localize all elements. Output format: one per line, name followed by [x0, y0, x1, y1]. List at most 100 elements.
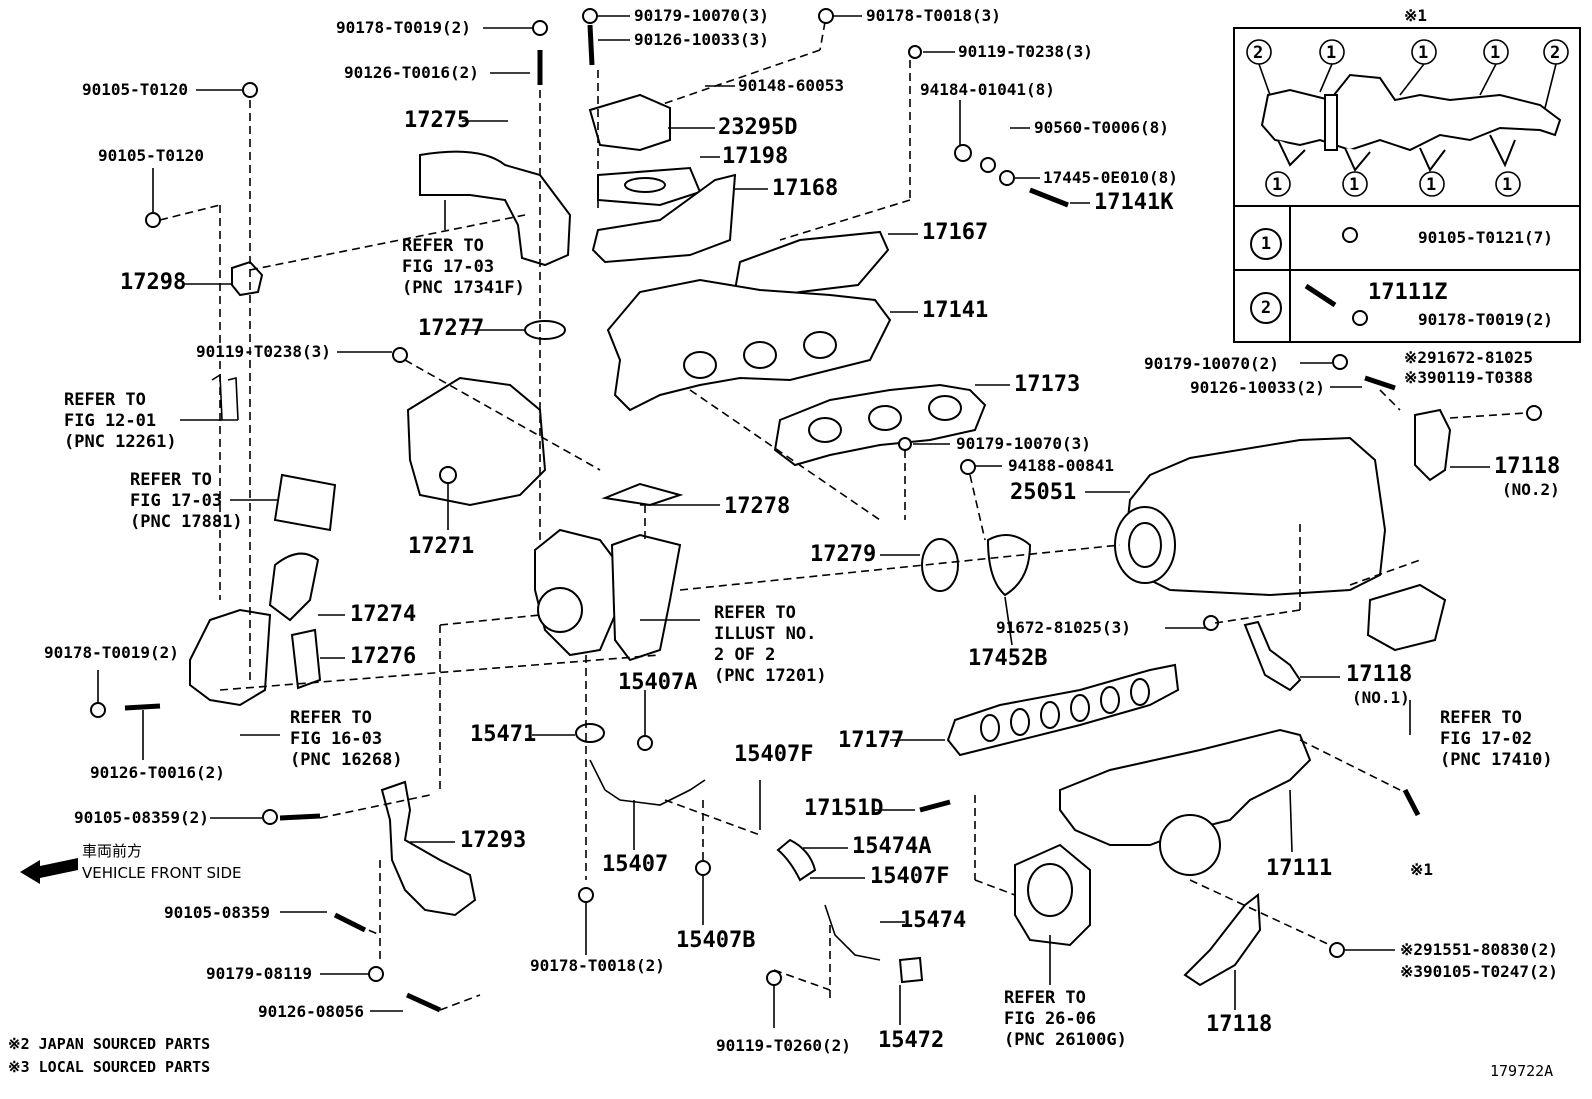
inset-row2-part-b: 90178-T0019(2) — [1418, 310, 1553, 329]
part-label: 90105-08359 — [164, 903, 270, 922]
part-label: 94184-01041(8) — [920, 80, 1055, 99]
svg-text:1: 1 — [1418, 43, 1428, 63]
footnote-japan: ※2 JAPAN SOURCED PARTS — [8, 1035, 211, 1053]
inset-row2-part-a: 17111Z — [1368, 280, 1448, 305]
refer-note: REFER TO FIG 16-03 (PNC 16268) — [290, 708, 403, 770]
svg-text:1: 1 — [1349, 175, 1359, 195]
part-label: 17118 — [1494, 454, 1561, 479]
footnote-local: ※3 LOCAL SOURCED PARTS — [8, 1058, 211, 1076]
direction-label-en: VEHICLE FRONT SIDE — [82, 864, 242, 882]
direction-label-jp: 車両前方 — [82, 842, 143, 860]
part-label: 90178-T0018(2) — [530, 956, 665, 975]
refer-note: REFER TO FIG 17-03 (PNC 17341F) — [402, 236, 525, 298]
svg-text:1: 1 — [1502, 175, 1512, 195]
part-label: 90119-T0238(3) — [196, 342, 331, 361]
part-label: 90179-08119 — [206, 964, 312, 983]
svg-text:1: 1 — [1490, 43, 1500, 63]
figure-code: 179722A — [1490, 1062, 1554, 1080]
part-label: 17274 — [350, 602, 417, 627]
part-label: 17151D — [804, 796, 884, 821]
part-label: 90126-08056 — [258, 1002, 364, 1021]
part-label: 15407B — [676, 928, 756, 953]
part-label: 17118 — [1206, 1012, 1273, 1037]
part-label: 17293 — [460, 828, 527, 853]
part-label: 94188-00841 — [1008, 456, 1114, 475]
part-label: 90126-T0016(2) — [90, 763, 225, 782]
dashed-lines — [159, 21, 1527, 1011]
part-label: 90148-60053 — [738, 76, 844, 95]
part-label: 90179-10070(2) — [1144, 354, 1279, 373]
part-label: 15471 — [470, 722, 537, 747]
part-label: (NO.1) — [1352, 688, 1410, 707]
part-label: 17278 — [724, 494, 791, 519]
part-label: 90105-T0120 — [98, 146, 204, 165]
part-label: 90126-10033(3) — [634, 30, 769, 49]
part-label: 90126-T0016(2) — [344, 63, 479, 82]
inset-row1-key: 1 — [1250, 228, 1282, 260]
part-label: 15474 — [900, 908, 967, 933]
part-label: 17141 — [922, 298, 989, 323]
part-label: 91672-81025(3) — [996, 618, 1131, 637]
part-label: 17279 — [810, 542, 877, 567]
part-label: 15407F — [734, 742, 814, 767]
part-label: 17298 — [120, 270, 187, 295]
inset-circled-numbers: 2 1 1 1 2 1 1 1 1 — [1246, 39, 1569, 197]
refer-note: REFER TO FIG 17-02 (PNC 17410) — [1440, 708, 1553, 770]
part-label: 17173 — [1014, 372, 1081, 397]
part-label: 17452B — [968, 646, 1048, 671]
refer-note: REFER TO FIG 17-03 (PNC 17881) — [130, 470, 243, 532]
part-label: ※390119-T0388 — [1404, 368, 1533, 387]
part-label: 90126-10033(2) — [1190, 378, 1325, 397]
svg-text:1: 1 — [1272, 175, 1282, 195]
part-label: 17177 — [838, 728, 905, 753]
svg-text:1: 1 — [1326, 43, 1336, 63]
part-label: 15407 — [602, 852, 669, 877]
part-label: ※291672-81025 — [1404, 348, 1533, 367]
part-label: 17277 — [418, 316, 485, 341]
svg-text:2: 2 — [1550, 43, 1560, 63]
part-label: 15407F — [870, 864, 950, 889]
refer-note: REFER TO ILLUST NO. 2 OF 2 (PNC 17201) — [714, 603, 827, 686]
part-label: 17141K — [1094, 190, 1174, 215]
inset-legend-box — [1233, 27, 1581, 343]
svg-text:1: 1 — [1426, 175, 1436, 195]
part-label: 90560-T0006(8) — [1034, 118, 1169, 137]
refer-note: REFER TO FIG 12-01 (PNC 12261) — [64, 390, 177, 452]
inset-title: ※1 — [1404, 6, 1428, 25]
svg-text:2: 2 — [1253, 43, 1263, 63]
inset-row2-key: 2 — [1250, 292, 1282, 324]
part-label: 17276 — [350, 644, 417, 669]
part-label: 90105-08359(2) — [74, 808, 209, 827]
part-label: 17271 — [408, 534, 475, 559]
part-label: 17445-0E010(8) — [1043, 168, 1178, 187]
part-label: 15474A — [852, 834, 932, 859]
part-label: 17168 — [772, 176, 839, 201]
part-label: 17111 — [1266, 856, 1333, 881]
part-label: 90178-T0018(3) — [866, 6, 1001, 25]
parts-shapes — [20, 93, 1452, 987]
refer-note: REFER TO FIG 26-06 (PNC 26100G) — [1004, 988, 1127, 1050]
part-label: 15472 — [878, 1028, 945, 1053]
part-label: 90179-10070(3) — [956, 434, 1091, 453]
part-label: 17167 — [922, 220, 989, 245]
part-label: 17275 — [404, 108, 471, 133]
part-label: 90105-T0120 — [82, 80, 188, 99]
part-label: 90178-T0019(2) — [44, 643, 179, 662]
part-label: 90119-T0260(2) — [716, 1036, 851, 1055]
part-label: ※291551-80830(2) — [1400, 940, 1558, 959]
part-label: 90178-T0019(2) — [336, 18, 471, 37]
part-label: 90179-10070(3) — [634, 6, 769, 25]
part-label: 17118 — [1346, 662, 1413, 687]
part-label: 25051 — [1010, 480, 1077, 505]
part-label: 17198 — [722, 144, 789, 169]
part-label: (NO.2) — [1502, 480, 1560, 499]
part-label: ※1 — [1410, 860, 1434, 879]
leader-lines — [97, 15, 1490, 1028]
part-label: 90119-T0238(3) — [958, 42, 1093, 61]
fasteners — [90, 8, 1542, 1013]
part-label: ※390105-T0247(2) — [1400, 962, 1558, 981]
part-label: 23295D — [718, 115, 798, 140]
part-label: 15407A — [618, 670, 698, 695]
